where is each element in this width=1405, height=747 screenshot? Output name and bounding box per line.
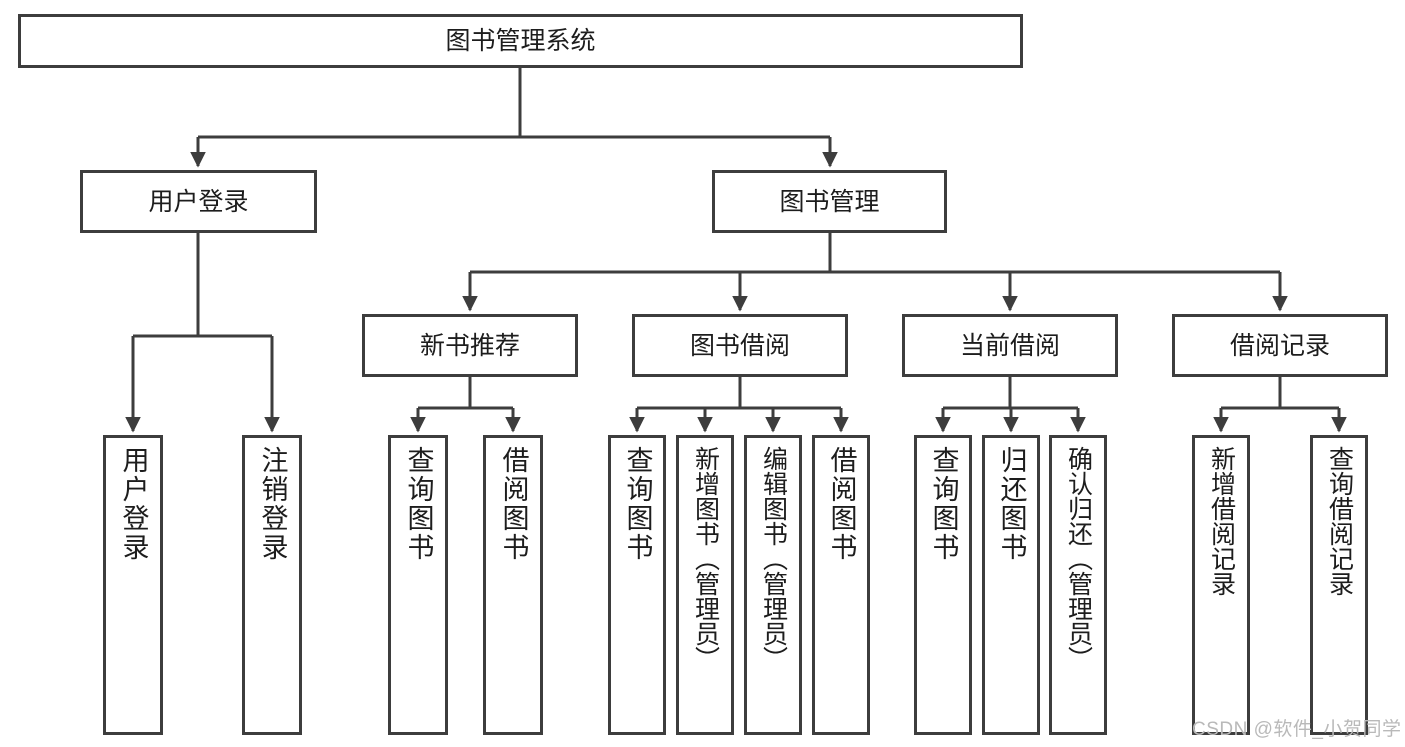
node-leaf-edit-book-admin[interactable]: 编辑图书（管理员） xyxy=(744,435,802,735)
node-leaf-query-borrow-record[interactable]: 查询借阅记录 xyxy=(1310,435,1368,735)
node-label: 新书推荐 xyxy=(419,331,520,360)
node-book-management[interactable]: 图书管理 xyxy=(712,170,947,233)
node-leaf-confirm-return-admin[interactable]: 确认归还（管理员） xyxy=(1049,435,1107,735)
node-label: 用户登录 xyxy=(118,446,149,562)
node-label: 当前借阅 xyxy=(959,331,1060,360)
node-current-borrow[interactable]: 当前借阅 xyxy=(902,314,1118,377)
node-label: 查询借阅记录 xyxy=(1325,446,1354,596)
node-new-book-recommend[interactable]: 新书推荐 xyxy=(362,314,578,377)
node-borrow-record[interactable]: 借阅记录 xyxy=(1172,314,1388,377)
node-leaf-borrow-book-recommend[interactable]: 借阅图书 xyxy=(483,435,543,735)
node-leaf-add-book-admin[interactable]: 新增图书（管理员） xyxy=(676,435,734,735)
node-label: 借阅图书 xyxy=(826,446,857,562)
node-label: 图书管理系统 xyxy=(445,27,596,55)
node-label: 查询图书 xyxy=(928,446,959,562)
node-label: 借阅记录 xyxy=(1229,331,1330,360)
csdn-watermark: CSDN @软件_小贺同学 xyxy=(1192,719,1402,740)
node-label: 图书管理 xyxy=(779,187,880,216)
node-label: 查询图书 xyxy=(622,446,653,562)
node-user-login[interactable]: 用户登录 xyxy=(80,170,317,233)
node-label: 借阅图书 xyxy=(498,446,529,562)
node-leaf-query-book-current[interactable]: 查询图书 xyxy=(914,435,972,735)
node-label: 新增借阅记录 xyxy=(1207,446,1236,596)
node-label: 注销登录 xyxy=(257,446,288,562)
node-label: 编辑图书（管理员） xyxy=(759,446,788,671)
node-leaf-query-book-recommend[interactable]: 查询图书 xyxy=(388,435,448,735)
node-label: 确认归还（管理员） xyxy=(1064,446,1093,671)
node-leaf-logout[interactable]: 注销登录 xyxy=(242,435,302,735)
node-label: 归还图书 xyxy=(996,446,1027,562)
node-label: 用户登录 xyxy=(148,187,249,216)
node-label: 图书借阅 xyxy=(689,331,790,360)
node-leaf-user-login[interactable]: 用户登录 xyxy=(103,435,163,735)
node-leaf-query-book-borrow[interactable]: 查询图书 xyxy=(608,435,666,735)
node-leaf-add-borrow-record[interactable]: 新增借阅记录 xyxy=(1192,435,1250,735)
node-leaf-borrow-book[interactable]: 借阅图书 xyxy=(812,435,870,735)
node-root-book-management-system[interactable]: 图书管理系统 xyxy=(18,14,1023,68)
node-label: 新增图书（管理员） xyxy=(691,446,720,671)
node-leaf-return-book[interactable]: 归还图书 xyxy=(982,435,1040,735)
node-book-borrow[interactable]: 图书借阅 xyxy=(632,314,848,377)
node-label: 查询图书 xyxy=(403,446,434,562)
